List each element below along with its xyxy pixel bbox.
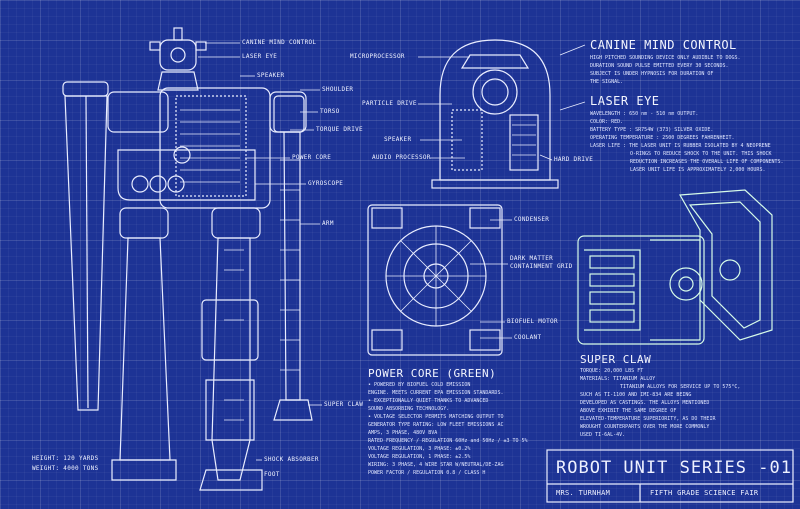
super-claw-notes: TORQUE: 20,000 LBS FT MATERIALS: TITANIU… <box>580 367 740 439</box>
label-shock-absorber: SHOCK ABSORBER <box>264 456 319 463</box>
power-line: VOLTAGE REGULATION, 1 PHASE: ±2.5% <box>368 454 471 460</box>
claw-line: USED TI-6AL-4V. <box>580 432 626 438</box>
label-particle-drive: PARTICLE DRIVE <box>362 100 417 107</box>
power-line: SOUND ABSORBING TECHNOLOGY. <box>368 406 450 412</box>
canine-notes: HIGH PITCHED SOUNDING DEVICE ONLY AUDIBL… <box>590 54 741 86</box>
label-laser-eye: LASER EYE <box>242 53 278 60</box>
weight-spec: WEIGHT: 4000 TONS <box>32 465 99 472</box>
label-foot: FOOT <box>264 471 280 478</box>
label-torso: TORSO <box>320 108 340 115</box>
power-line: • VOLTAGE SELECTOR PERMITS MATCHING OUTP… <box>368 414 504 420</box>
claw-line: ABOVE EXHIBIT THE SAME DEGREE OF <box>580 408 677 414</box>
claw-line: TORQUE: 20,000 LBS FT <box>580 368 644 374</box>
head-cross-section <box>431 39 559 189</box>
laser-line: LASER LIFE : THE LASER UNIT IS RUBBER IS… <box>590 143 771 149</box>
label-power-core: POWER CORE <box>292 154 332 161</box>
claw-line: ELEVATED-TEMPERATURE SUPERIORITY, AS DO … <box>580 416 716 422</box>
power-line: ENGINE. MEETS CURRENT EPA EMISSION STAND… <box>368 390 504 396</box>
label-coolant: COOLANT <box>514 334 542 341</box>
label-canine-mind-control: CANINE MIND CONTROL <box>242 39 317 46</box>
canine-line: HIGH PITCHED SOUNDING DEVICE ONLY AUDIBL… <box>590 55 741 61</box>
label-speaker-head: SPEAKER <box>384 136 412 143</box>
title-block-teacher: MRS. TURNHAM <box>556 489 611 497</box>
power-line: AMPS, 3 PHASE, 480V BVA <box>368 430 438 436</box>
label-microprocessor: MICROPROCESSOR <box>350 53 405 60</box>
claw-line: DEVELOPED AS CASTINGS. THE ALLOYS MENTIO… <box>580 400 710 406</box>
title-block-event: FIFTH GRADE SCIENCE FAIR <box>650 489 759 497</box>
label-containment-grid: CONTAINMENT GRID <box>510 263 573 270</box>
power-line: • POWERED BY BIOFUEL COLD EMISSION <box>368 382 471 388</box>
robot-drawing <box>62 27 313 491</box>
power-line: • EXCEPTIONALLY QUIET THANKS TO ADVANCED <box>368 398 489 404</box>
power-line: POWER FACTOR / REGULATION 0.8 / CLASS H <box>368 470 486 476</box>
label-hard-drive: HARD DRIVE <box>554 156 594 163</box>
power-line: WIRING: 3 PHASE, 4 WIRE STAR W/NEUTRAL/D… <box>368 462 504 468</box>
laser-line: WAVELENGTH : 650 nm - 510 nm OUTPUT. <box>590 111 699 117</box>
laser-line: COLOR: RED. <box>590 119 624 125</box>
power-core-notes: • POWERED BY BIOFUEL COLD EMISSION ENGIN… <box>368 381 528 477</box>
laser-notes: WAVELENGTH : 650 nm - 510 nm OUTPUT. COL… <box>590 110 784 174</box>
label-condenser: CONDENSER <box>514 216 550 223</box>
canine-line: DURATION SOUND PULSE EMITTED EVERY 30 SE… <box>590 63 729 69</box>
power-line: VOLTAGE REGULATION, 3 PHASE: ±0.2% <box>368 446 471 452</box>
power-core-heading: POWER CORE (GREEN) <box>368 367 497 380</box>
canine-line: THE SIGNAL. <box>590 79 624 85</box>
laser-line: O-RINGS TO REDUCE SHOCK TO THE UNIT. THI… <box>630 151 772 157</box>
claw-line: SUCH AS TI-1100 AND IMI-834 ARE BEING <box>580 392 692 398</box>
claw-line: MATERIALS: TITANIUM ALLOY <box>580 376 656 382</box>
title-block-frame <box>546 449 794 503</box>
label-audio-processor: AUDIO PROCESSOR <box>372 154 431 161</box>
power-core-leader-lines <box>470 219 512 339</box>
head-leader-lines <box>418 44 586 161</box>
laser-line: OPERATING TEMPERATURE : 2500 DEGREES FAH… <box>590 135 735 141</box>
label-gyroscope: GYROSCOPE <box>308 180 344 187</box>
power-core-drawing <box>367 204 503 356</box>
canine-line: SUBJECT IS UNDER HYPNOSIS FOR DURATION O… <box>590 71 714 77</box>
label-dark-matter: DARK MATTER <box>510 255 554 262</box>
claw-line: WROUGHT COUNTERPARTS OVER THE MORE COMMO… <box>580 424 710 430</box>
height-spec: HEIGHT: 120 YARDS <box>32 455 99 462</box>
laser-line: REDUCTION INCREASES THE OVERALL LIFE OF … <box>630 159 784 165</box>
label-torque-drive: TORQUE DRIVE <box>316 126 363 133</box>
claw-line: TITANIUM ALLOYS FOR SERVICE UP TO 575°C, <box>620 384 741 390</box>
super-claw-heading: SUPER CLAW <box>580 353 652 366</box>
robot-leader-lines <box>198 42 322 461</box>
power-line: GENERATOR TYPE RATING: LOW FLEET EMISSIO… <box>368 422 504 428</box>
super-claw-drawing <box>577 189 773 345</box>
canine-heading: CANINE MIND CONTROL <box>590 38 737 52</box>
label-biofuel-motor: BIOFUEL MOTOR <box>507 318 558 325</box>
power-line: RATED FREQUENCY / REGULATION 60Hz and 50… <box>368 438 528 444</box>
label-speaker: SPEAKER <box>257 72 285 79</box>
title-block-title: ROBOT UNIT SERIES -01 <box>556 458 792 478</box>
laser-line: BATTERY TYPE : SR754W (373) SILVER OXIDE… <box>590 127 714 133</box>
laser-heading: LASER EYE <box>590 94 660 108</box>
label-shoulder: SHOULDER <box>322 86 354 93</box>
laser-line: LASER UNIT LIFE IS APPROXIMATELY 2,000 H… <box>630 167 766 173</box>
label-arm: ARM <box>322 220 334 227</box>
label-super-claw: SUPER CLAW <box>324 401 364 408</box>
